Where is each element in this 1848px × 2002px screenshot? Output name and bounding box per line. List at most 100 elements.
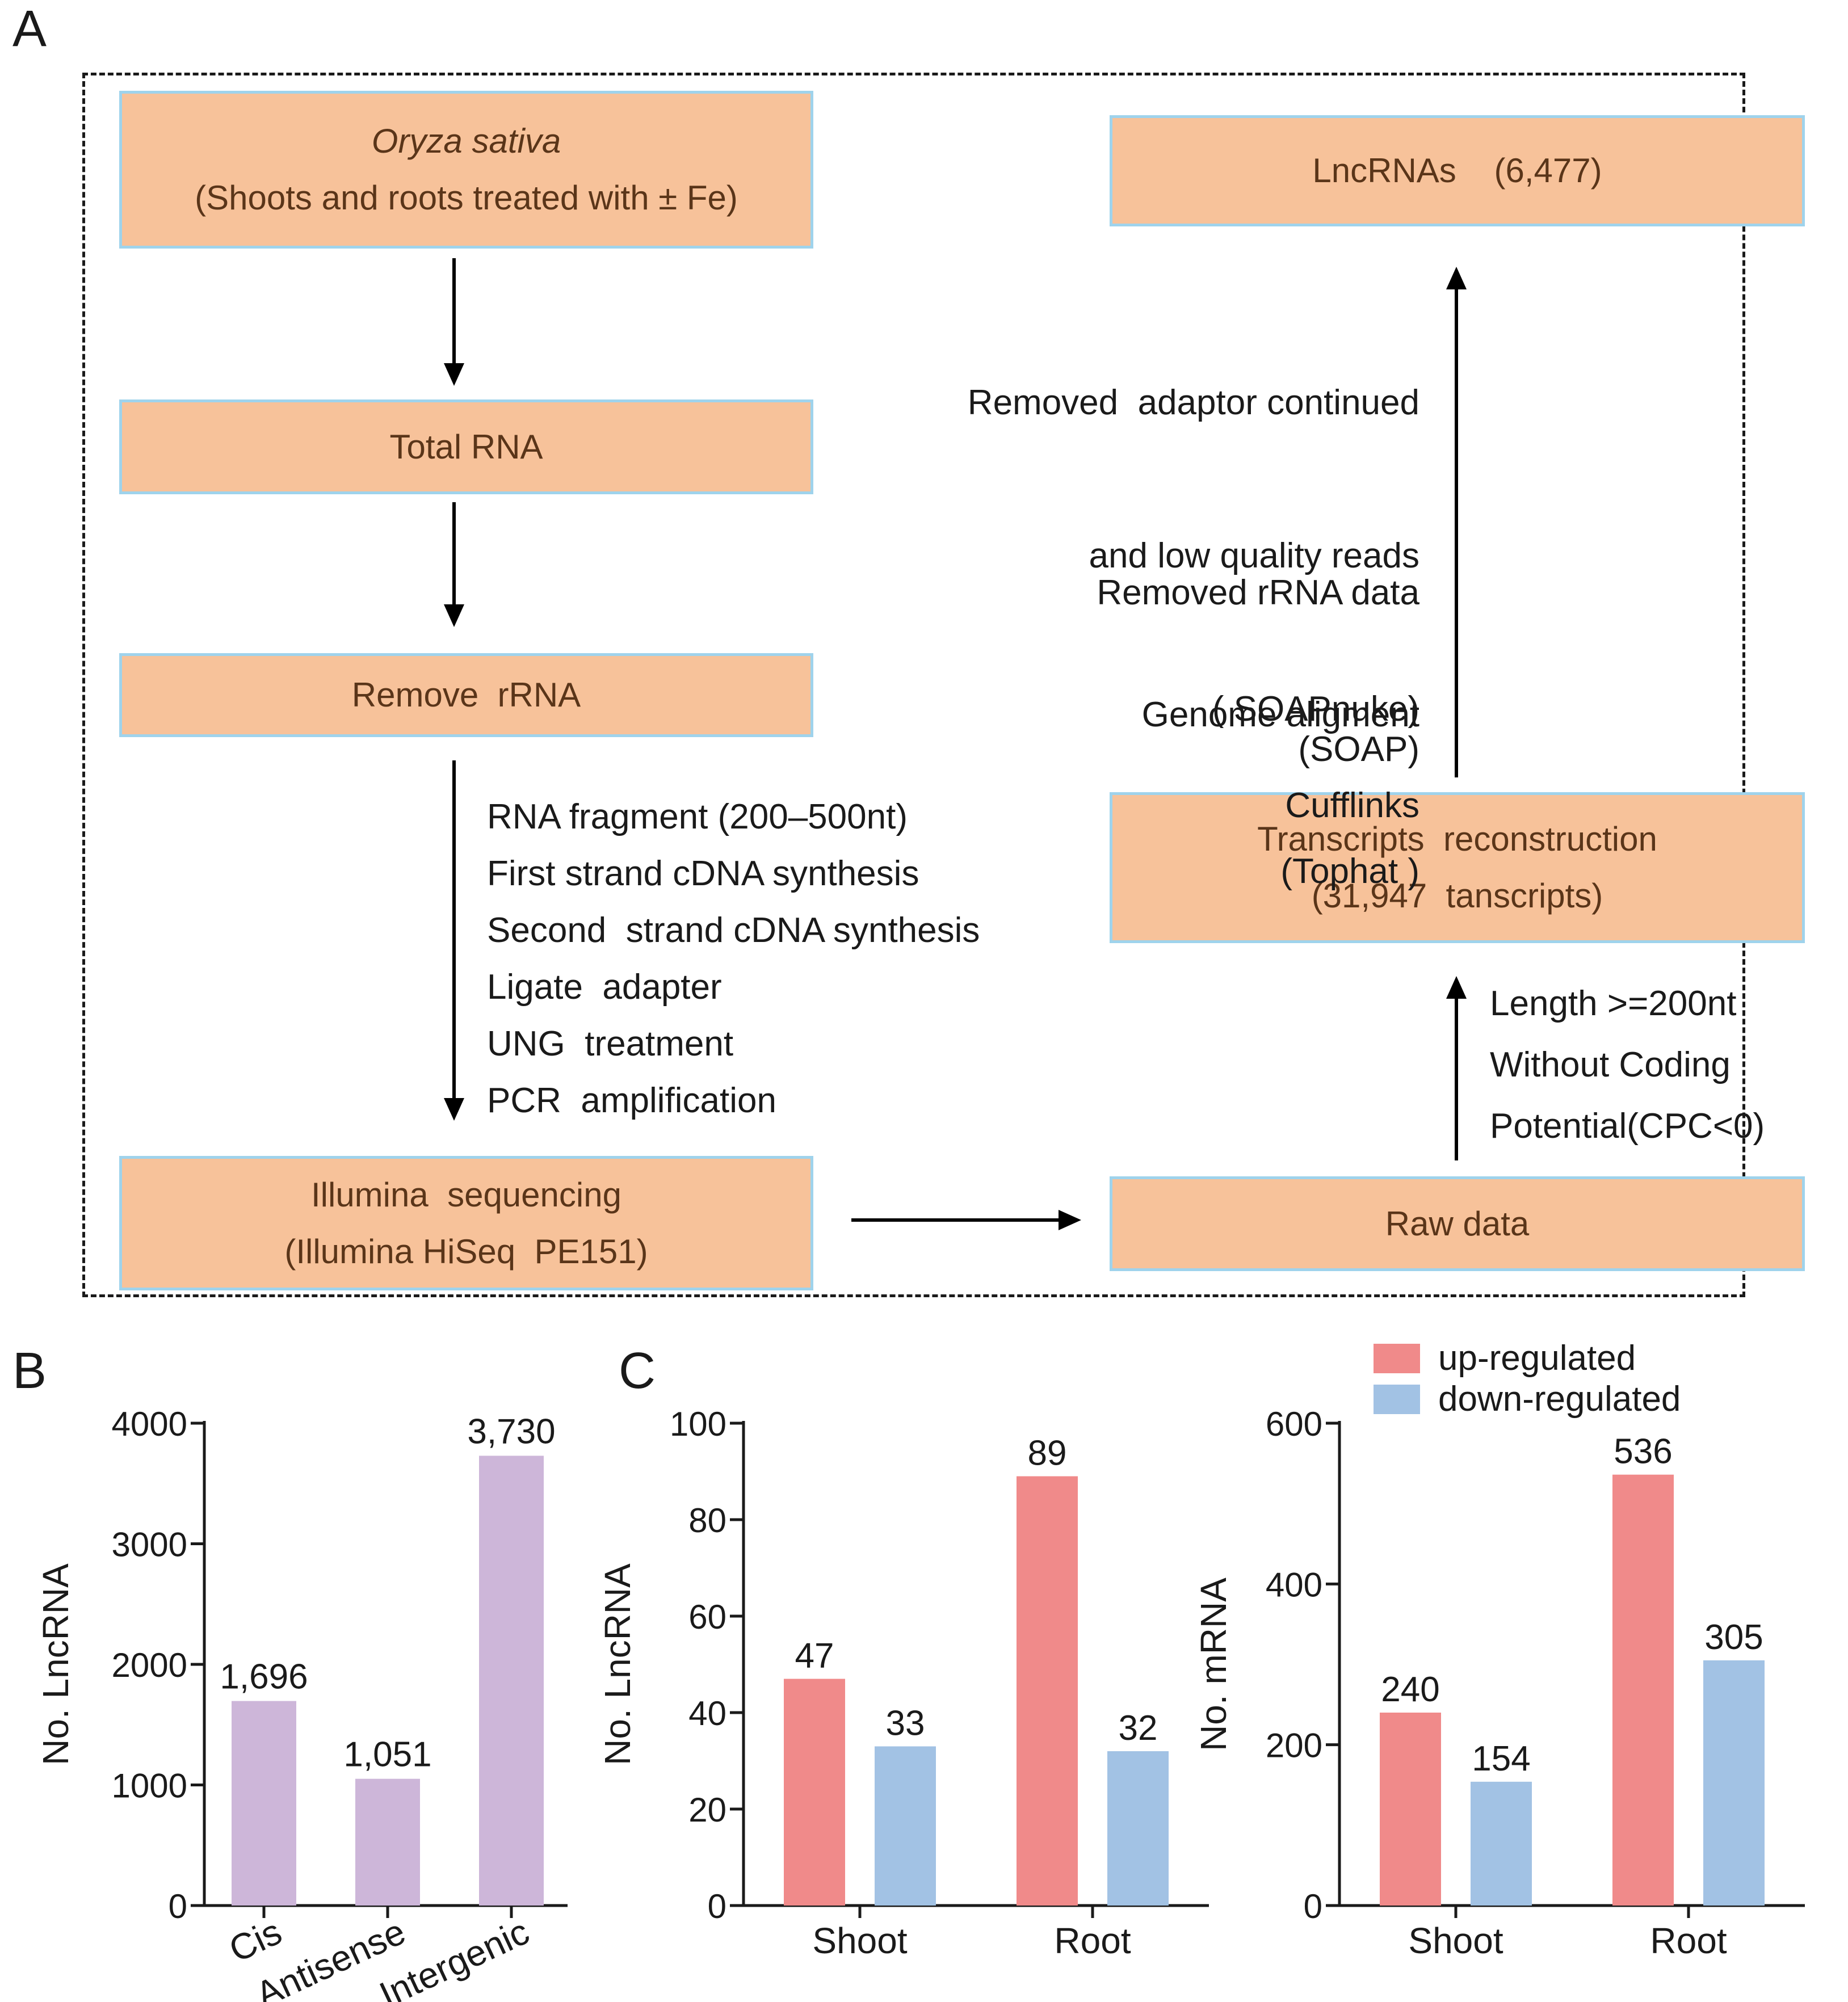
transcripts-line2: (31,947 tanscripts) xyxy=(1311,877,1603,915)
lncrnas-box: LncRNAs (6,477) xyxy=(1110,115,1805,226)
library-step-2: First strand cDNA synthesis xyxy=(487,854,919,893)
x-tick-label: Shoot xyxy=(1408,1920,1503,1961)
adaptor-removed-note: Removed adaptor continued and low qualit… xyxy=(968,275,1419,786)
legend-up-label: up-regulated xyxy=(1438,1339,1636,1378)
library-step-4: Ligate adapter xyxy=(487,968,722,1007)
data-label: 305 xyxy=(1704,1618,1763,1657)
raw-data-label: Raw data xyxy=(1385,1204,1530,1243)
y-axis-label: No. LncRNA xyxy=(597,1563,638,1765)
rrna-removed-line1: Removed rRNA data xyxy=(1097,573,1419,612)
filter-step-1: Length >=200nt xyxy=(1490,984,1737,1023)
y-tick-label: 20 xyxy=(688,1791,726,1829)
y-tick-label: 0 xyxy=(708,1887,726,1925)
library-prep-steps: RNA fragment (200–500nt) First strand cDN… xyxy=(487,789,980,1129)
legend-down-label: down-regulated xyxy=(1438,1379,1681,1419)
bar-down-regulated xyxy=(1107,1751,1169,1906)
x-tick-label: Shoot xyxy=(812,1920,907,1961)
y-tick-label: 4000 xyxy=(112,1405,187,1443)
arrow-illumina-to-raw xyxy=(851,1210,1081,1230)
cufflinks-label: Cufflinks xyxy=(1266,721,1419,834)
remove-rrna-box: Remove rRNA xyxy=(119,653,813,737)
legend-up: up-regulated xyxy=(1374,1338,1636,1378)
legend-up-swatch xyxy=(1374,1343,1420,1373)
data-label: 536 xyxy=(1614,1432,1672,1471)
y-tick-label: 2000 xyxy=(112,1646,187,1684)
genome-alignment-note: Genome aligment (Tophat ) xyxy=(1142,584,1419,950)
rrna-removed-note: Removed rRNA data (SOAP) xyxy=(1097,462,1419,828)
data-label: 47 xyxy=(795,1637,834,1676)
transcripts-reconstruction-box: Transcripts reconstruction (31,947 tansc… xyxy=(1110,792,1805,943)
bar-down-regulated xyxy=(1703,1660,1765,1906)
bar-up-regulated xyxy=(1380,1713,1441,1906)
oryza-sativa-box: Oryza sativa (Shoots and roots treated w… xyxy=(119,91,813,249)
genome-line2: (Tophat ) xyxy=(1280,852,1419,891)
arrow-transcripts-to-lncrnas xyxy=(1446,267,1467,777)
bar-antisense xyxy=(355,1778,420,1906)
y-tick-label: 80 xyxy=(688,1502,726,1540)
x-tick-label: Cis xyxy=(223,1911,288,1970)
illumina-line2: (Illumina HiSeq PE151) xyxy=(284,1232,648,1271)
oryza-treatment: (Shoots and roots treated with ± Fe) xyxy=(195,179,738,217)
x-tick-label: Root xyxy=(1054,1920,1131,1961)
adaptor-line1: Removed adaptor continued xyxy=(967,383,1419,422)
bar-down-regulated xyxy=(875,1746,936,1906)
bar-down-regulated xyxy=(1471,1781,1532,1906)
remove-rrna-label: Remove rRNA xyxy=(351,676,581,714)
workflow-frame xyxy=(82,73,1745,1297)
y-tick-label: 3000 xyxy=(112,1526,187,1564)
y-tick-label: 200 xyxy=(1266,1727,1322,1765)
legend-down-swatch xyxy=(1374,1384,1420,1414)
lncrnas-label: LncRNAs (6,477) xyxy=(1312,152,1602,190)
total-rna-label: Total RNA xyxy=(389,427,543,466)
y-tick-label: 0 xyxy=(169,1887,187,1925)
data-label: 32 xyxy=(1119,1709,1158,1748)
raw-data-box: Raw data xyxy=(1110,1176,1805,1271)
data-label: 1,051 xyxy=(343,1735,431,1774)
y-axis-label: No. mRNA xyxy=(1193,1578,1234,1751)
bar-up-regulated xyxy=(1612,1474,1674,1906)
data-label: 3,730 xyxy=(467,1412,555,1451)
genome-line1: Genome aligment xyxy=(1141,695,1419,734)
bar-up-regulated xyxy=(1017,1476,1078,1906)
illumina-sequencing-box: Illumina sequencing (Illumina HiSeq PE15… xyxy=(119,1156,813,1290)
y-tick-label: 400 xyxy=(1266,1566,1322,1604)
y-tick-label: 600 xyxy=(1266,1405,1322,1443)
bar-up-regulated xyxy=(784,1679,845,1906)
y-tick-label: 60 xyxy=(688,1598,726,1636)
y-tick-label: 0 xyxy=(1304,1887,1322,1925)
library-step-1: RNA fragment (200–500nt) xyxy=(487,797,908,836)
adaptor-line3: ( SOAPnuke) xyxy=(1212,689,1419,729)
data-label: 89 xyxy=(1028,1434,1067,1473)
transcripts-line1: Transcripts reconstruction xyxy=(1257,820,1657,858)
library-step-5: UNG treatment xyxy=(487,1024,734,1063)
bar-cis xyxy=(232,1701,296,1906)
data-label: 154 xyxy=(1472,1739,1530,1778)
y-tick-label: 100 xyxy=(670,1405,726,1443)
bar-intergenic xyxy=(479,1456,544,1906)
arrow-raw-to-transcripts xyxy=(1446,976,1467,1160)
cufflinks-text: Cufflinks xyxy=(1285,786,1419,825)
library-step-3: Second strand cDNA synthesis xyxy=(487,911,980,950)
rrna-removed-line2: (SOAP) xyxy=(1298,730,1419,769)
library-step-6: PCR amplification xyxy=(487,1081,776,1120)
oryza-title: Oryza sativa xyxy=(371,122,561,160)
arrow-remove-to-illumina xyxy=(444,760,464,1121)
legend-down: down-regulated xyxy=(1374,1379,1681,1419)
y-tick-label: 1000 xyxy=(112,1767,187,1805)
panel-label-b: B xyxy=(12,1343,47,1399)
y-axis-label: No. LncRNA xyxy=(35,1563,76,1765)
panel-label-a: A xyxy=(12,1,47,57)
filter-step-3: Potential(CPC<0) xyxy=(1490,1107,1765,1146)
x-tick-label: Root xyxy=(1650,1920,1727,1961)
adaptor-line2: and low quality reads xyxy=(1089,536,1419,575)
total-rna-box: Total RNA xyxy=(119,399,813,494)
filter-step-2: Without Coding xyxy=(1490,1045,1731,1084)
data-label: 1,696 xyxy=(220,1658,308,1697)
y-tick-label: 40 xyxy=(688,1694,726,1732)
data-label: 33 xyxy=(886,1704,925,1743)
data-label: 240 xyxy=(1381,1670,1439,1709)
